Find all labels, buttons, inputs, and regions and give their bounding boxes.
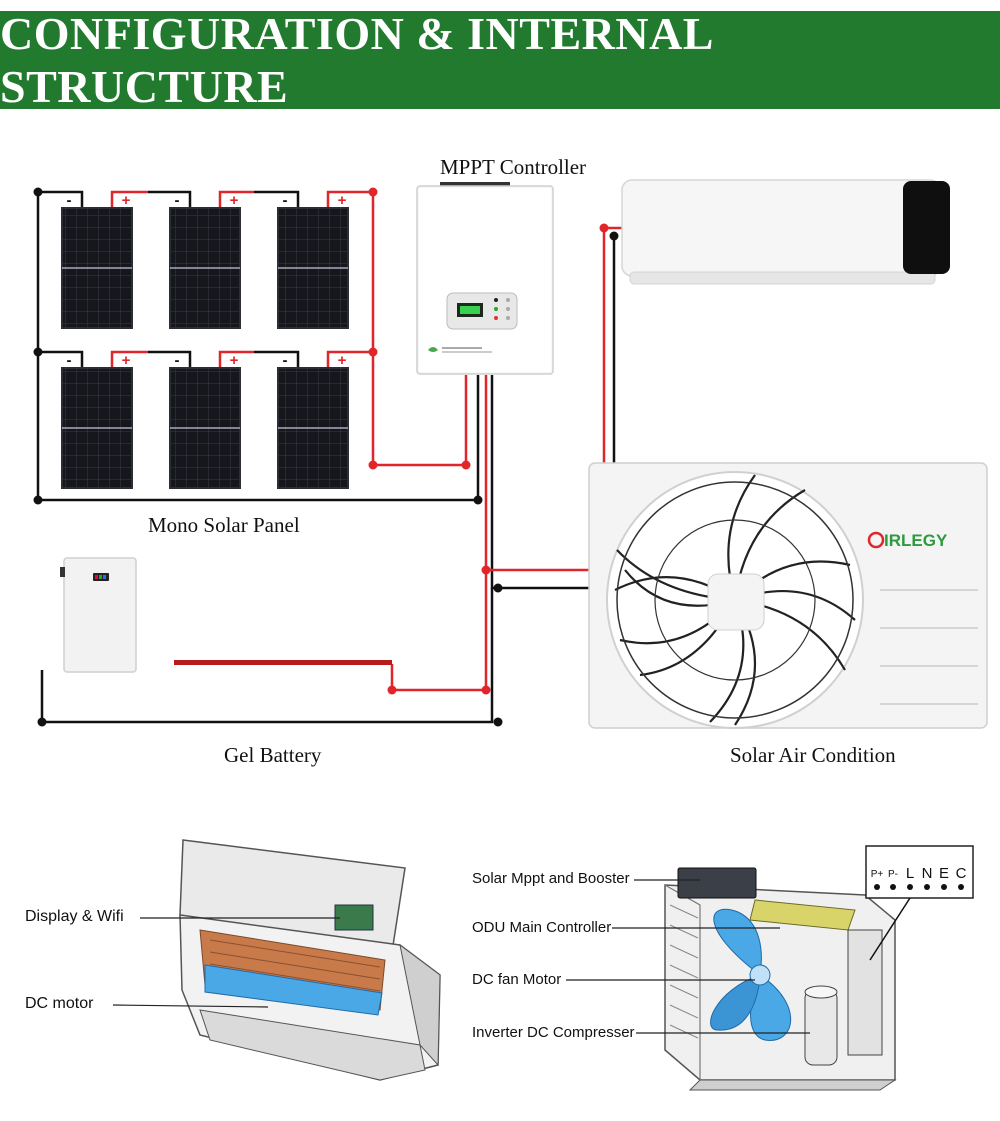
panel-terminal-signs: - + - + - + - + - + - + [67, 192, 347, 369]
negative-sign: - [283, 352, 288, 369]
side-vents [880, 589, 978, 705]
page-title: CONFIGURATION & INTERNAL STRUCTURE [0, 8, 712, 112]
terminal-label: P- [888, 869, 898, 880]
solar-panel-array [61, 207, 349, 489]
terminal-label: C [956, 865, 967, 882]
header-banner: CONFIGURATION & INTERNAL STRUCTURE [0, 8, 1000, 112]
negative-sign: - [283, 192, 288, 209]
negative-sign: - [67, 192, 72, 209]
brand-logo: IRLEGY [867, 531, 948, 550]
mono-solar-panel-label: Mono Solar Panel [148, 513, 300, 537]
terminal-label: L [906, 865, 914, 882]
solar-mppt-booster-callout: Solar Mppt and Booster [472, 870, 630, 887]
terminal-block: P+ P- L N E C [865, 845, 974, 961]
mppt-controller-label: MPPT Controller [440, 155, 587, 179]
solar-panel [169, 207, 241, 329]
positive-sign: + [338, 352, 347, 369]
solar-panel [61, 367, 133, 489]
dc-motor-callout: DC motor [25, 995, 94, 1012]
positive-sign: + [122, 352, 131, 369]
solar-panel [277, 367, 349, 489]
negative-sign: - [67, 352, 72, 369]
negative-sign: - [175, 192, 180, 209]
gel-battery-label: Gel Battery [224, 743, 322, 767]
black-wires [36, 190, 616, 724]
dc-fan-motor-callout: DC fan Motor [472, 971, 562, 988]
red-wires [110, 190, 622, 692]
outdoor-unit: IRLEGY [588, 462, 988, 729]
solar-panel [169, 367, 241, 489]
junction-dots [33, 187, 619, 727]
positive-sign: + [122, 192, 131, 209]
inverter-dc-compressor-callout: Inverter DC Compresser [472, 1024, 635, 1041]
indoor-cutaway [179, 839, 441, 1081]
terminal-label: N [922, 865, 933, 882]
positive-sign: + [230, 192, 239, 209]
display-wifi-callout: Display & Wifi [25, 908, 124, 925]
negative-sign: - [175, 352, 180, 369]
terminal-label: E [939, 865, 949, 882]
svg-text:IRLEGY: IRLEGY [884, 531, 948, 550]
positive-sign: + [230, 352, 239, 369]
mppt-controller [416, 182, 554, 375]
solar-air-condition-label: Solar Air Condition [730, 743, 896, 767]
odu-main-controller-callout: ODU Main Controller [472, 919, 612, 936]
solar-panel [61, 207, 133, 329]
gel-battery [60, 557, 392, 673]
terminal-label: P+ [871, 869, 884, 880]
indoor-unit [621, 179, 950, 285]
positive-sign: + [338, 192, 347, 209]
outdoor-cutaway [664, 867, 897, 1091]
fan-blade [710, 908, 792, 1041]
callout-leaders [112, 879, 810, 1034]
solar-panel [277, 207, 349, 329]
